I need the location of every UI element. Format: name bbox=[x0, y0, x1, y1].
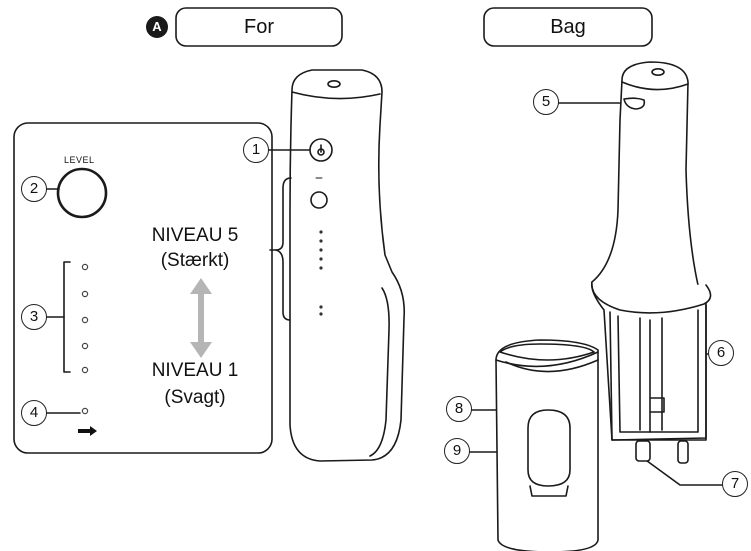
panel-indicator-dots bbox=[81, 263, 89, 415]
level-range-arrow bbox=[190, 278, 212, 358]
front-brace bbox=[269, 177, 292, 251]
level-max-desc: (Stærkt) bbox=[160, 250, 230, 271]
front-level-button bbox=[310, 191, 328, 209]
callout-6: 6 bbox=[708, 340, 734, 366]
callout-8: 8 bbox=[446, 396, 472, 422]
back-device bbox=[590, 61, 712, 464]
front-device bbox=[289, 69, 406, 462]
level-min-desc: (Svagt) bbox=[164, 387, 226, 408]
back-tab-outline bbox=[483, 7, 653, 47]
indicator-bracket bbox=[63, 261, 71, 373]
level-button-label: LEVEL bbox=[64, 155, 95, 165]
cap bbox=[495, 339, 599, 551]
callout-4: 4 bbox=[21, 400, 47, 426]
level-min-label: NIVEAU 1 bbox=[151, 360, 239, 381]
front-tab-label: For bbox=[244, 16, 274, 38]
callout-3: 3 bbox=[21, 304, 47, 330]
callout-7: 7 bbox=[722, 471, 748, 497]
back-tab-label: Bag bbox=[550, 16, 586, 38]
callout-9: 9 bbox=[444, 438, 470, 464]
section-badge: A bbox=[146, 16, 168, 38]
front-tab-outline bbox=[175, 7, 343, 47]
level-max-label: NIVEAU 5 bbox=[151, 225, 239, 246]
zoom-panel-outline bbox=[13, 122, 273, 454]
panel-level-button bbox=[56, 167, 108, 219]
callout-5: 5 bbox=[533, 89, 559, 115]
callout-2: 2 bbox=[21, 176, 47, 202]
charging-icon bbox=[78, 426, 97, 436]
callout-1: 1 bbox=[243, 137, 269, 163]
